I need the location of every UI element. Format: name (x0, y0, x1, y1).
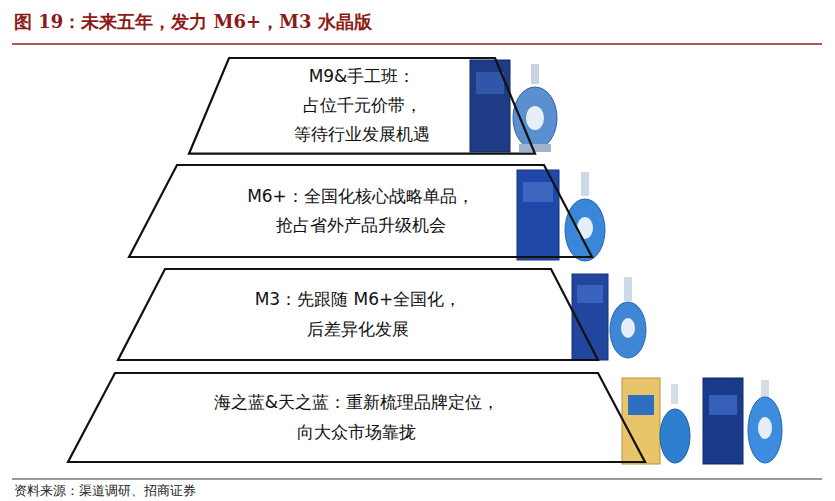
band-text: M3：先跟随 M6+全国化， 后差异化发展 (243, 285, 473, 343)
title-rule (12, 43, 822, 45)
trapezoid-outline (118, 268, 598, 361)
band-text: 海之蓝&天之蓝：重新梳理品牌定位， 向大众市场靠拢 (199, 388, 514, 446)
product-m6 (517, 170, 605, 261)
trapezoid-path (129, 165, 592, 257)
product-m3 (572, 274, 646, 360)
product-m9 (470, 60, 557, 152)
pyramid-band: M9&手工班： 占位千元价带， 等待行业发展机遇 (189, 57, 535, 155)
pyramid-band: M3：先跟随 M6+全国化， 后差异化发展 (118, 268, 598, 361)
trapezoid-path (118, 269, 598, 360)
figure-title: 图 19：未来五年，发力 M6+，M3 水晶版 (14, 10, 372, 34)
source-note: 资料来源：渠道调研、招商证券 (14, 482, 196, 500)
band-text: M6+：全国化核心战略单品， 抢占省外产品升级机会 (233, 182, 488, 240)
product-haizhilan-tianzhilan (622, 378, 782, 464)
band-text: M9&手工班： 占位千元价带， 等待行业发展机遇 (277, 62, 447, 150)
pyramid-band: M6+：全国化核心战略单品， 抢占省外产品升级机会 (129, 164, 592, 258)
trapezoid-outline (129, 164, 592, 258)
trapezoid-path (68, 373, 645, 462)
footer-rule (12, 479, 822, 480)
pyramid-band: 海之蓝&天之蓝：重新梳理品牌定位， 向大众市场靠拢 (68, 372, 645, 463)
trapezoid-outline (68, 372, 645, 463)
trapezoid-path (189, 58, 535, 154)
